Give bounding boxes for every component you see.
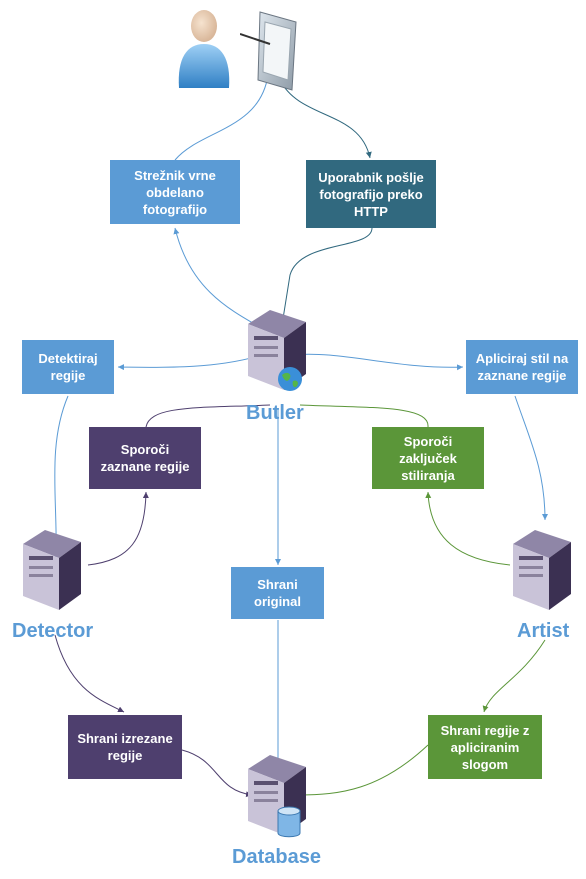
box-apply-style: Apliciraj stil na zaznane regije bbox=[466, 340, 578, 394]
connector-report-to-butler bbox=[145, 404, 271, 428]
user-icon bbox=[178, 10, 230, 88]
connector-artist-to-done bbox=[425, 491, 511, 566]
connector-tablet-to-upload bbox=[279, 79, 372, 159]
box-user-sends-photo: Uporabnik pošlje fotografijo preko HTTP bbox=[306, 160, 436, 228]
server-icon bbox=[513, 530, 571, 610]
connector-cropped-to-database bbox=[181, 749, 253, 798]
database-cylinder-icon bbox=[277, 806, 301, 838]
connector-butler-to-apply bbox=[291, 353, 464, 371]
connector-returned-to-tablet bbox=[174, 74, 271, 161]
box-report-detected: Sporoči zaznane regije bbox=[89, 427, 201, 489]
detector-label: Detector bbox=[12, 620, 94, 642]
box-store-original: Shrani original bbox=[231, 567, 324, 619]
connector-upload-to-butler bbox=[275, 227, 373, 351]
box-store-cropped: Shrani izrezane regije bbox=[68, 715, 182, 779]
connector-done-to-butler bbox=[299, 404, 429, 428]
connector-artist-to-styled bbox=[482, 639, 546, 713]
box-store-styled: Shrani regije z apliciranim slogom bbox=[428, 715, 542, 779]
server-icon bbox=[23, 530, 81, 610]
box-server-returns-photo: Strežnik vrne obdelano fotografijo bbox=[110, 160, 240, 224]
tablet-icon bbox=[240, 11, 297, 91]
connector-apply-to-artist bbox=[514, 395, 548, 521]
connector-styled-to-database bbox=[297, 744, 429, 798]
box-detect-regions: Detektiraj regije bbox=[22, 340, 114, 394]
butler-label: Butler bbox=[246, 402, 304, 424]
connector-butler-to-detect bbox=[117, 354, 263, 371]
box-report-styling-done: Sporoči zaključek stiliranja bbox=[372, 427, 484, 489]
connector-detector-to-cropped bbox=[54, 634, 125, 713]
artist-label: Artist bbox=[517, 620, 570, 642]
connector-detector-to-report bbox=[87, 491, 149, 566]
globe-icon bbox=[278, 367, 302, 391]
database-label: Database bbox=[232, 846, 321, 868]
